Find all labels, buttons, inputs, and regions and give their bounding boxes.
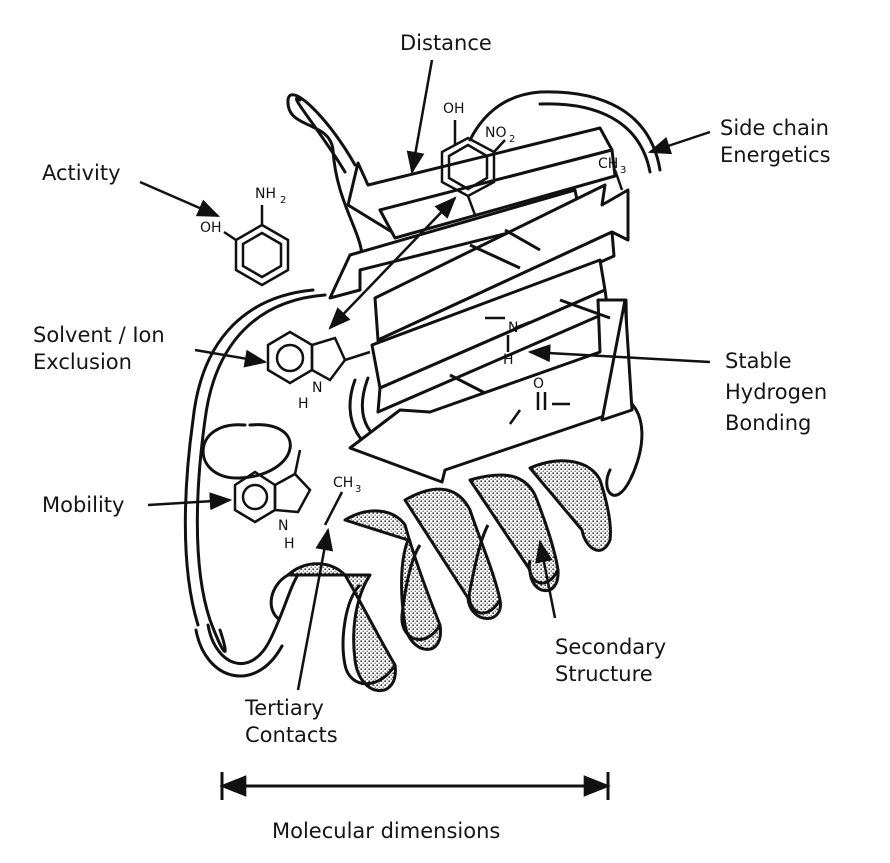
indole-structure-solvent [268, 332, 370, 383]
label-hydrogen-bonding: Stable Hydrogen Bonding [725, 346, 827, 439]
label-secondary-line2: Structure [555, 661, 666, 688]
side-chain-ch: CH [598, 156, 618, 172]
hbond-n: N [508, 320, 518, 336]
arrow-distance-1 [412, 60, 432, 172]
aminophenol-nh: NH [255, 186, 276, 202]
arrow-solvent [195, 350, 265, 362]
nitrophenol-no: NO [485, 125, 507, 141]
methyl-contact-line [325, 492, 342, 525]
side-chain-ch-sub: 3 [620, 165, 626, 176]
helix-ch: CH [333, 475, 353, 491]
label-hydrogen-line2: Hydrogen [725, 377, 827, 408]
aminophenol-nh-sub: 2 [280, 195, 286, 206]
indole-n-solvent: N [312, 380, 322, 396]
label-side-chain-line2: Energetics [720, 142, 831, 169]
label-solvent-exclusion: Solvent / Ion Exclusion [33, 322, 165, 376]
label-secondary-line1: Secondary [555, 634, 666, 661]
label-solvent-line2: Exclusion [33, 349, 165, 376]
indole-structure-mobility [235, 450, 310, 522]
hbond-h: H [503, 352, 514, 368]
label-molecular-dimensions: Molecular dimensions [272, 818, 500, 845]
label-side-chain-line1: Side chain [720, 115, 831, 142]
arrow-activity [140, 182, 218, 216]
label-hydrogen-line1: Stable [725, 346, 827, 377]
label-side-chain: Side chain Energetics [720, 115, 831, 169]
label-tertiary-contacts: Tertiary Contacts [245, 695, 338, 749]
indole-h-solvent: H [298, 396, 309, 412]
arrow-side-chain [650, 132, 710, 152]
indole-h-mobility: H [284, 536, 295, 552]
label-solvent-line1: Solvent / Ion [33, 322, 165, 349]
label-hydrogen-line3: Bonding [725, 408, 827, 439]
indole-n-mobility: N [278, 518, 288, 534]
arrow-tertiary [298, 530, 328, 690]
aminophenol-structure [224, 205, 288, 285]
label-mobility: Mobility [42, 492, 124, 519]
arrow-mobility [148, 500, 230, 505]
dimension-scale-bar [222, 772, 608, 800]
label-distance: Distance [400, 30, 492, 57]
label-tertiary-line1: Tertiary [245, 695, 338, 722]
label-activity: Activity [42, 160, 121, 187]
hbond-o: O [533, 376, 544, 392]
label-secondary-structure: Secondary Structure [555, 634, 666, 688]
aminophenol-oh: OH [200, 220, 222, 236]
helix-ch-sub: 3 [355, 484, 361, 495]
label-tertiary-line2: Contacts [245, 722, 338, 749]
nitrophenol-no-sub: 2 [509, 134, 515, 145]
nitrophenol-oh: OH [443, 101, 465, 117]
